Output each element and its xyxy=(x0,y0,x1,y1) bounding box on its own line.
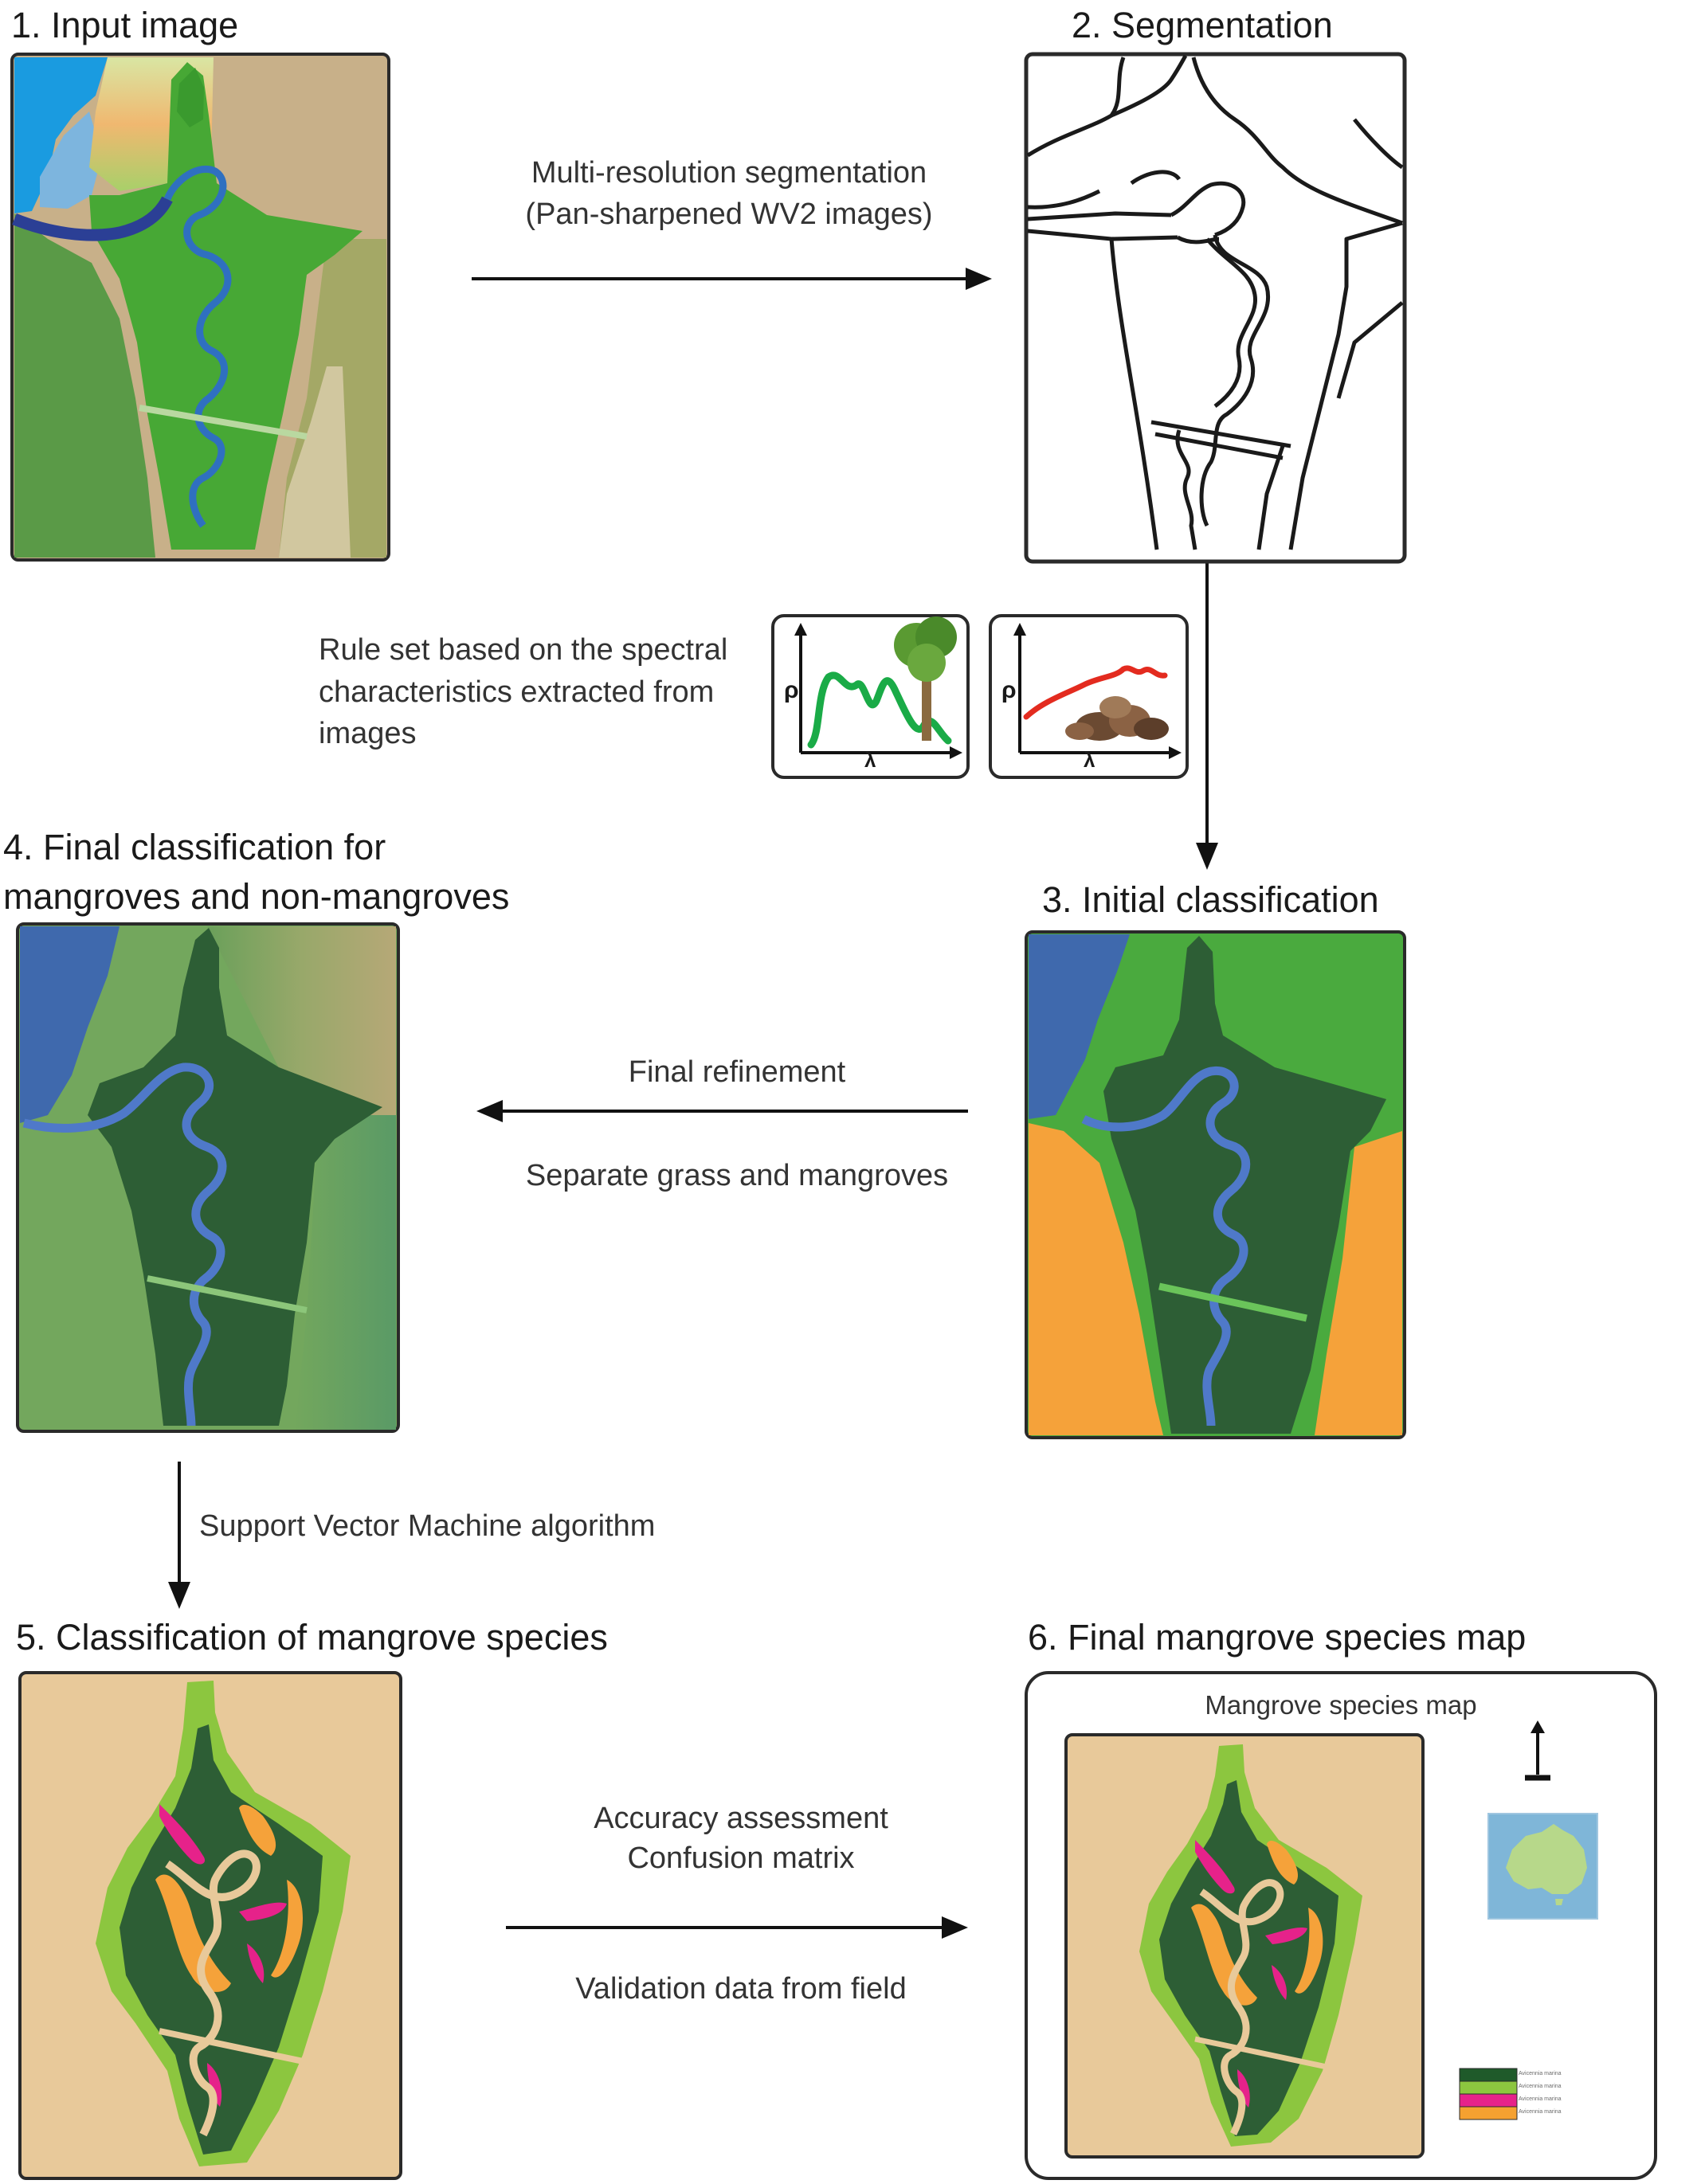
legend-label-3: Avicennia marina xyxy=(1519,2096,1562,2102)
edge-2-3-label-line2: characteristics extracted from xyxy=(319,675,715,709)
spectral-signature-vegetation xyxy=(771,614,970,779)
step-3-title: 3. Initial classification xyxy=(1042,879,1379,920)
input-image xyxy=(10,53,390,562)
edge-2-3-label-line3: images xyxy=(319,717,417,750)
arrow-1-to-2 xyxy=(472,268,992,290)
edge-4-5-label: Support Vector Machine algorithm xyxy=(199,1509,656,1543)
legend-swatch-3 xyxy=(1459,2093,1518,2108)
arrow-3-to-4 xyxy=(476,1100,968,1122)
arrow-2-to-3 xyxy=(1196,562,1218,870)
arrow-5-to-6 xyxy=(506,1916,968,1939)
legend-swatch-1 xyxy=(1459,2068,1518,2082)
edge-1-2-label-line2: (Pan-sharpened WV2 images) xyxy=(525,198,933,231)
edge-3-4-label-bottom: Separate grass and mangroves xyxy=(525,1159,949,1192)
segmentation-image xyxy=(1024,52,1407,564)
species-classification-image xyxy=(18,1671,402,2180)
spectral-1-x-axis-label: λ xyxy=(864,748,876,772)
step-5-title: 5. Classification of mangrove species xyxy=(16,1617,608,1658)
map-panel-title: Mangrove species map xyxy=(1205,1690,1477,1720)
step-4-title-line2: mangroves and non-mangroves xyxy=(3,876,510,917)
north-arrow-icon xyxy=(1525,1720,1550,1781)
step-6-title: 6. Final mangrove species map xyxy=(1028,1617,1527,1658)
final-classification-image xyxy=(16,922,400,1433)
final-map-panel xyxy=(1025,1671,1657,2180)
edge-1-2-label-line1: Multi-resolution segmentation xyxy=(531,156,927,190)
edge-2-3-label-line1: Rule set based on the spectral xyxy=(319,633,728,667)
legend xyxy=(1459,2068,1518,2120)
arrow-4-to-5 xyxy=(168,1462,190,1609)
edge-5-6-label-bottom: Validation data from field xyxy=(575,1972,907,2006)
spectral-2-y-axis-label: ρ xyxy=(1001,677,1017,703)
step-2-title: 2. Segmentation xyxy=(1072,5,1333,45)
australia-inset-map xyxy=(1487,1813,1598,1920)
edge-3-4-label-top: Final refinement xyxy=(628,1055,846,1089)
legend-label-1: Avicennia marina xyxy=(1519,2071,1562,2076)
legend-swatch-4 xyxy=(1459,2106,1518,2120)
spectral-2-x-axis-label: λ xyxy=(1084,748,1095,772)
initial-classification-image xyxy=(1025,930,1406,1439)
step-1-title: 1. Input image xyxy=(11,5,239,45)
spectral-signature-soil xyxy=(989,614,1189,779)
legend-label-4: Avicennia marina xyxy=(1519,2109,1562,2115)
final-map-species xyxy=(1139,1744,1362,2147)
spectral-1-y-axis-label: ρ xyxy=(784,677,799,703)
step-4-title-line1: 4. Final classification for xyxy=(3,827,386,867)
legend-label-2: Avicennia marina xyxy=(1519,2084,1562,2089)
legend-swatch-2 xyxy=(1459,2080,1518,2095)
edge-5-6-label-line1: Accuracy assessment xyxy=(594,1802,888,1835)
edge-5-6-label-line2: Confusion matrix xyxy=(627,1842,855,1875)
